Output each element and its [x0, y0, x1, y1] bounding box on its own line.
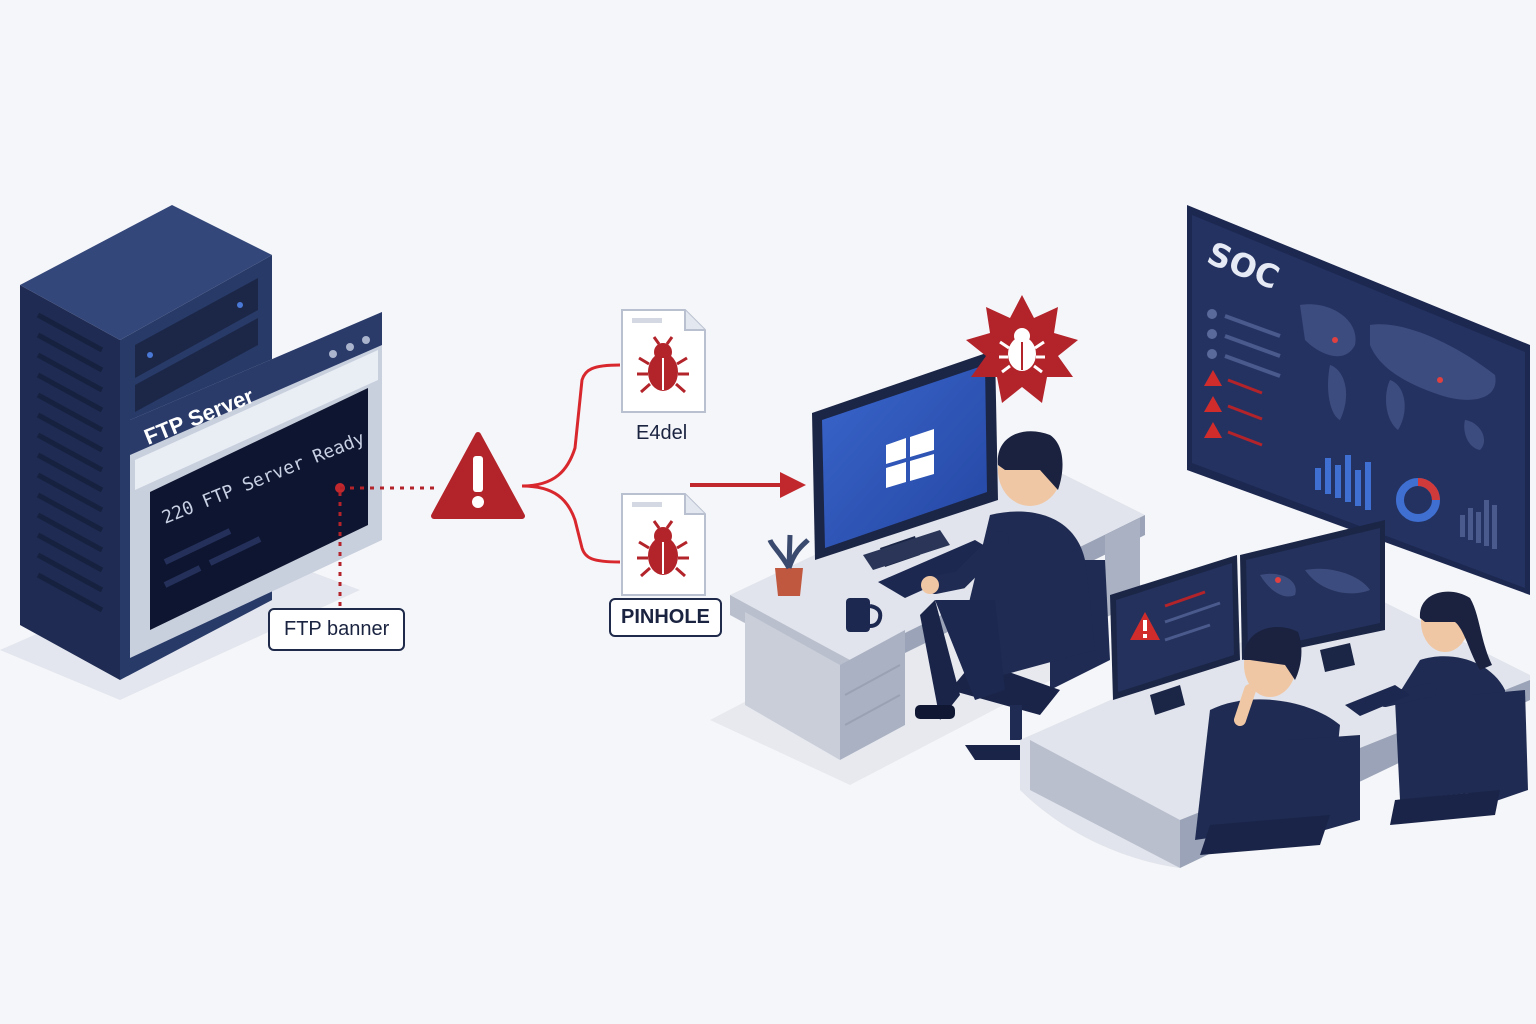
soc-donut-chart	[1396, 478, 1440, 522]
attack-arrow	[690, 472, 806, 498]
bug-icon	[637, 520, 689, 578]
soc-wall-screen	[1187, 205, 1530, 797]
rack-vents	[36, 312, 104, 613]
soc-chair-female	[1390, 690, 1528, 825]
soc-monitor-left	[1110, 555, 1240, 715]
terminal-screen	[150, 388, 368, 630]
soc-bar-chart	[1315, 455, 1371, 510]
soc-chair-male	[1200, 735, 1360, 855]
malware-file-e4del	[621, 309, 706, 413]
bug-icon	[637, 336, 689, 394]
workstation-monitor	[812, 350, 998, 570]
soc-keyboard	[1345, 685, 1410, 716]
plant-icon	[767, 534, 810, 596]
ftp-banner-label: FTP banner	[268, 608, 406, 651]
warning-icon	[431, 432, 525, 519]
soc-side-bars	[1460, 500, 1497, 549]
ftp-server-window	[130, 312, 382, 658]
malware-file-pinhole	[621, 493, 706, 596]
mug-icon	[846, 598, 883, 632]
keyboard	[878, 540, 1000, 598]
monitor-warning-icon	[1130, 612, 1160, 640]
soc-alert-icons	[1204, 370, 1263, 447]
windows-logo-icon	[886, 429, 934, 488]
infection-alert-icon	[966, 295, 1078, 403]
soc-list-items	[1207, 309, 1281, 378]
malware-label-pinhole: PINHOLE	[609, 598, 722, 637]
world-map	[1300, 304, 1496, 450]
soc-monitor-right	[1240, 520, 1385, 672]
malware-label-e4del: E4del	[636, 422, 688, 444]
analyst-person	[915, 431, 1095, 720]
branch-lines	[521, 363, 621, 564]
